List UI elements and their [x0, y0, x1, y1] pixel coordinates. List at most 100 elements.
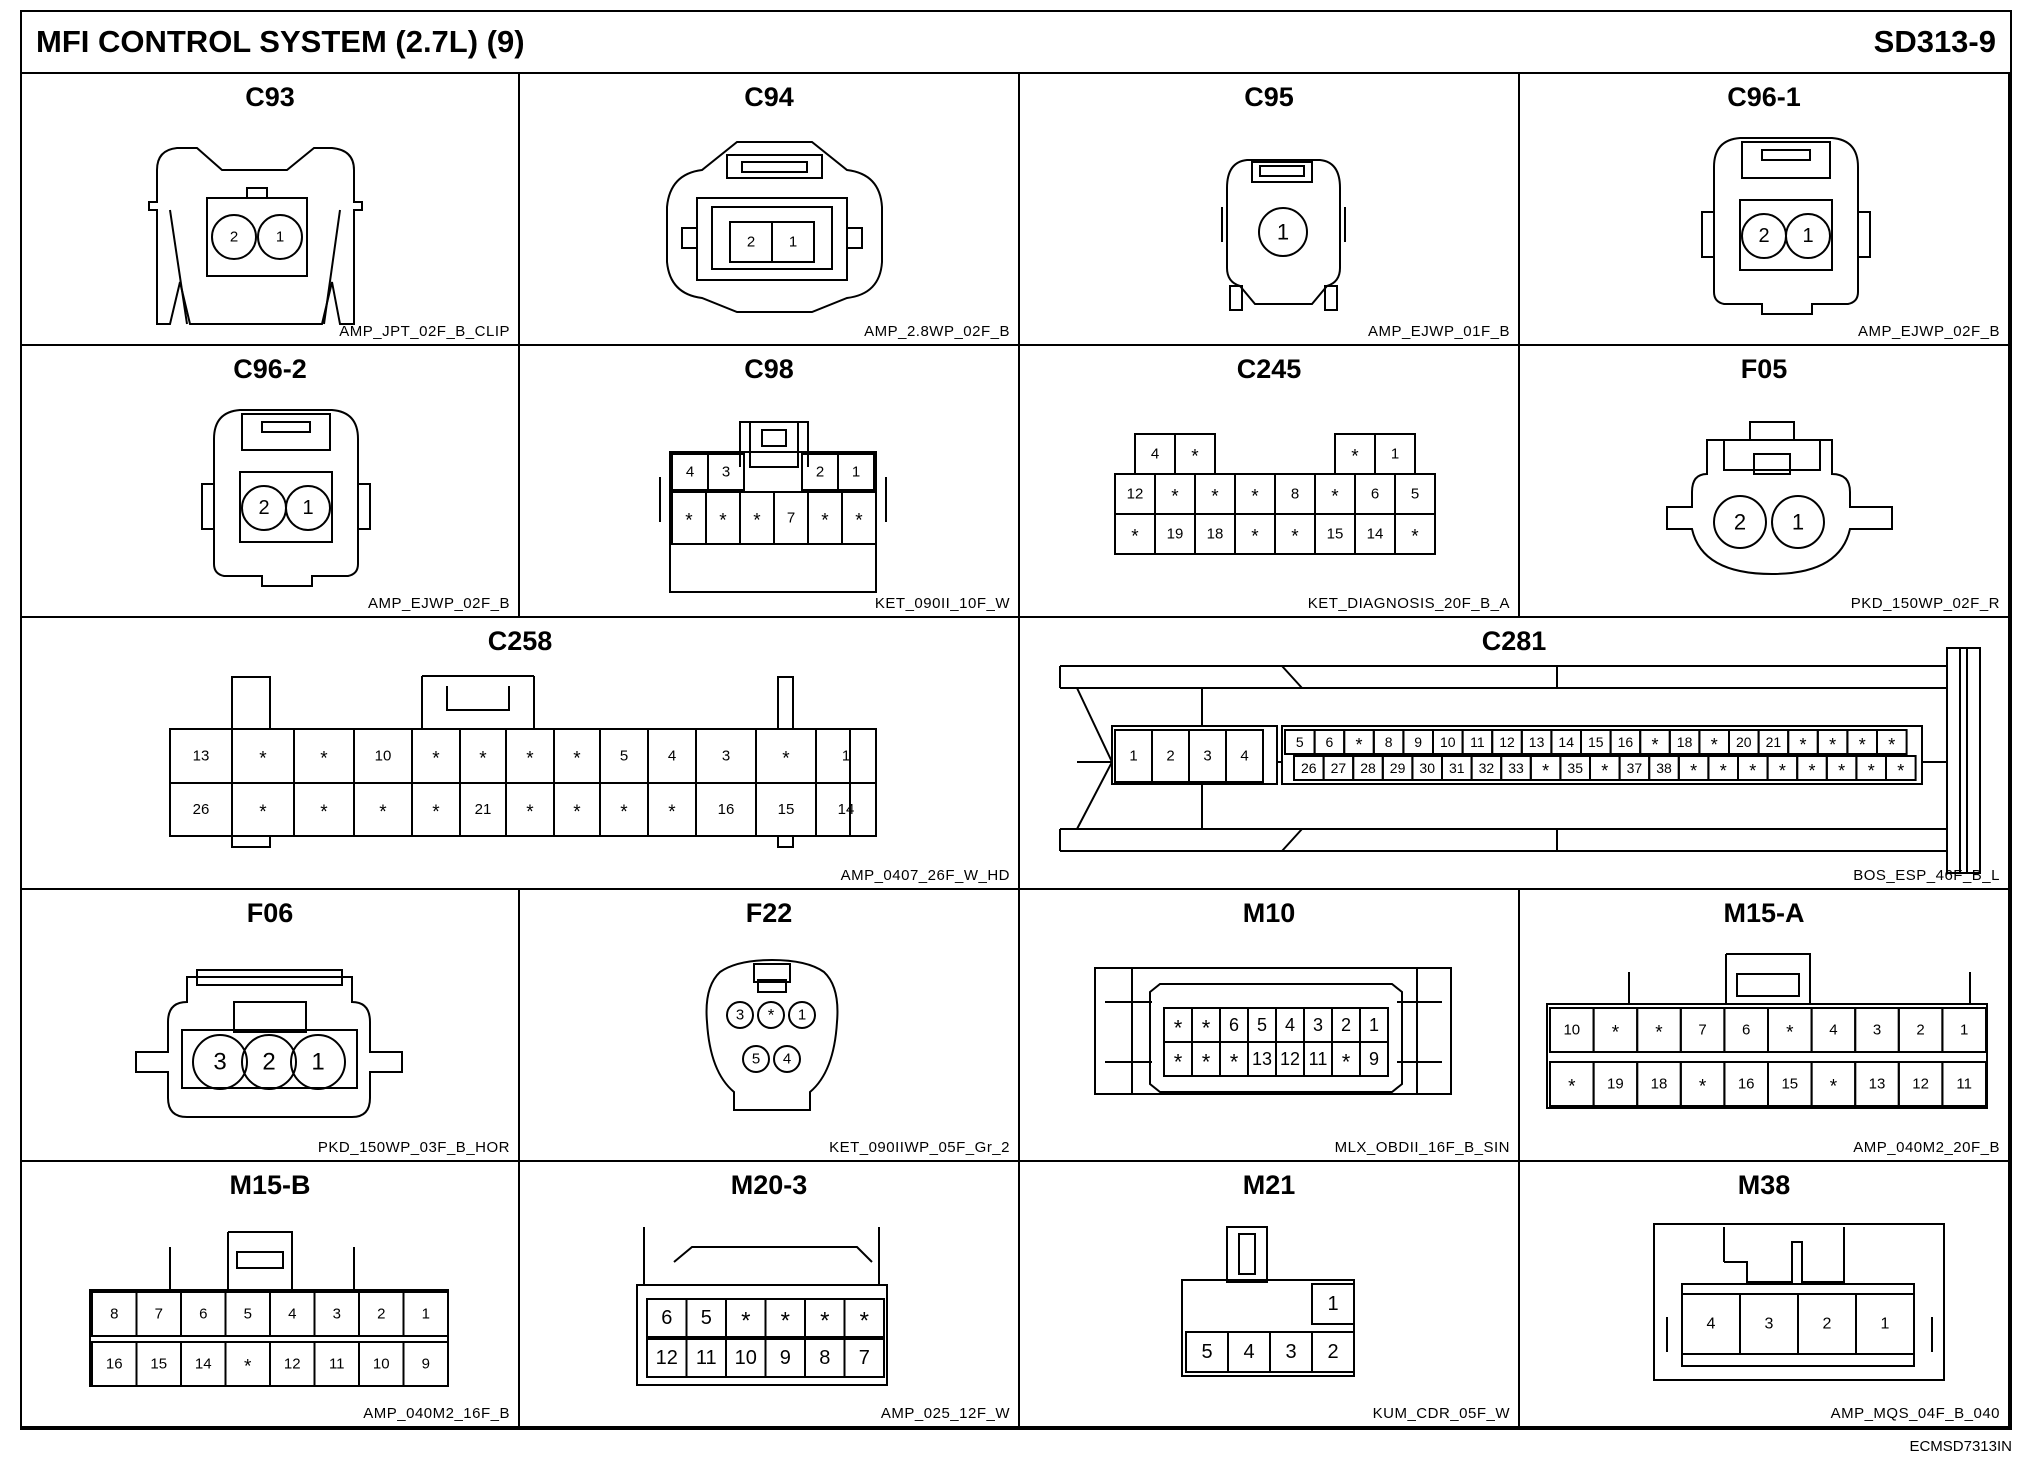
footer-ref: ECMSD7313IN — [1909, 1438, 2012, 1455]
pin-cell — [707, 453, 745, 491]
pin-label: 16 — [1618, 734, 1634, 750]
pin-label: 5 — [244, 1306, 252, 1323]
pin-label: * — [573, 802, 581, 823]
pin-label: 4 — [1240, 748, 1248, 765]
pin-label: * — [432, 802, 440, 823]
pin-cell — [1855, 1293, 1915, 1355]
pin-cell — [1311, 1283, 1355, 1325]
pin-label: 8 — [1385, 734, 1393, 750]
connector-name: F22 — [745, 898, 793, 928]
pin-label: 6 — [1742, 1022, 1750, 1039]
pin-circle — [192, 1034, 248, 1090]
page-code: SD313-9 — [1873, 24, 1996, 59]
pin-circle — [285, 485, 331, 531]
pin-label: 4 — [783, 1051, 791, 1068]
pin-label: * — [1779, 761, 1786, 781]
pin-cell — [1225, 729, 1264, 783]
pin-label: 3 — [213, 1049, 226, 1076]
pin-label: 13 — [193, 748, 210, 765]
connector-type: AMP_EJWP_01F_B — [1367, 323, 1510, 340]
pin-label: 30 — [1419, 760, 1435, 776]
pin-label: * — [1612, 1023, 1620, 1044]
pin-circle — [1258, 207, 1308, 257]
pin-label: 7 — [859, 1347, 870, 1369]
connector-type: AMP_2.8WP_02F_B — [864, 323, 1010, 340]
connector-name: F05 — [1740, 354, 1788, 384]
pin-label: 31 — [1449, 760, 1465, 776]
connector-type: BOS_ESP_46F_B_L — [1853, 867, 2000, 884]
pin-label: * — [1568, 1077, 1576, 1098]
pin-label: * — [432, 749, 440, 770]
connector-name: C98 — [744, 354, 794, 384]
pin-label: * — [1749, 761, 1756, 781]
pin-label: * — [1171, 487, 1179, 508]
pin-label: * — [479, 749, 487, 770]
pin-label: 1 — [1802, 225, 1813, 247]
pin-label: 11 — [1309, 1049, 1328, 1069]
page-title: MFI CONTROL SYSTEM (2.7L) (9) — [36, 24, 525, 59]
pin-label: 3 — [1873, 1022, 1881, 1039]
pin-label: * — [753, 511, 761, 532]
connector-name: C96-2 — [233, 354, 307, 384]
connector-type: AMP_EJWP_02F_B — [367, 595, 510, 612]
pin-label: * — [685, 511, 693, 532]
pin-circle — [726, 1001, 754, 1029]
pin-label: 1 — [1129, 748, 1137, 765]
pin-label: 5 — [1257, 1015, 1267, 1035]
pin-label: 15 — [1781, 1076, 1798, 1093]
pin-label: 2 — [1823, 1316, 1832, 1333]
pin-label: 5 — [1411, 486, 1419, 503]
connector-name: M15-B — [229, 1170, 311, 1200]
pin-circle — [788, 1001, 816, 1029]
pin-label: 21 — [1766, 734, 1782, 750]
connector-name: M20-3 — [730, 1170, 808, 1200]
pin-label: 12 — [1499, 734, 1515, 750]
pin-label: * — [1351, 447, 1359, 468]
pin-cell — [1394, 513, 1436, 555]
pin-label: 9 — [780, 1347, 791, 1369]
pin-label: * — [1859, 735, 1866, 755]
pin-label: * — [1542, 761, 1549, 781]
connector-name: C95 — [1244, 82, 1294, 112]
pin-cell — [841, 491, 877, 545]
pin-label: 9 — [422, 1356, 430, 1373]
pin-label: * — [1799, 735, 1806, 755]
pin-label: 3 — [1203, 748, 1211, 765]
pin-circle — [1713, 495, 1767, 549]
pin-label: 15 — [1327, 526, 1344, 543]
pin-label: 28 — [1360, 760, 1376, 776]
pin-circle — [241, 1034, 297, 1090]
pin-label: * — [1211, 487, 1219, 508]
pin-label: * — [1230, 1050, 1239, 1075]
pin-label: 13 — [1252, 1049, 1272, 1069]
pin-cell — [402, 1341, 449, 1387]
pin-label: 18 — [1651, 1076, 1668, 1093]
pin-label: 8 — [1291, 486, 1299, 503]
pin-label: 8 — [110, 1306, 118, 1323]
connector-drawing: 1 — [1221, 159, 1346, 311]
pin-label: 12 — [656, 1347, 678, 1369]
pin-label: 26 — [1301, 760, 1317, 776]
pin-label: * — [526, 749, 534, 770]
pin-label: * — [1202, 1016, 1211, 1041]
pin-label: 14 — [1558, 734, 1574, 750]
pin-label: * — [1174, 1016, 1183, 1041]
connector-name: C258 — [487, 626, 553, 656]
connector-type: AMP_040M2_20F_B — [1853, 1139, 2000, 1156]
pin-cell — [843, 1298, 885, 1338]
pin-circle — [1785, 213, 1831, 259]
